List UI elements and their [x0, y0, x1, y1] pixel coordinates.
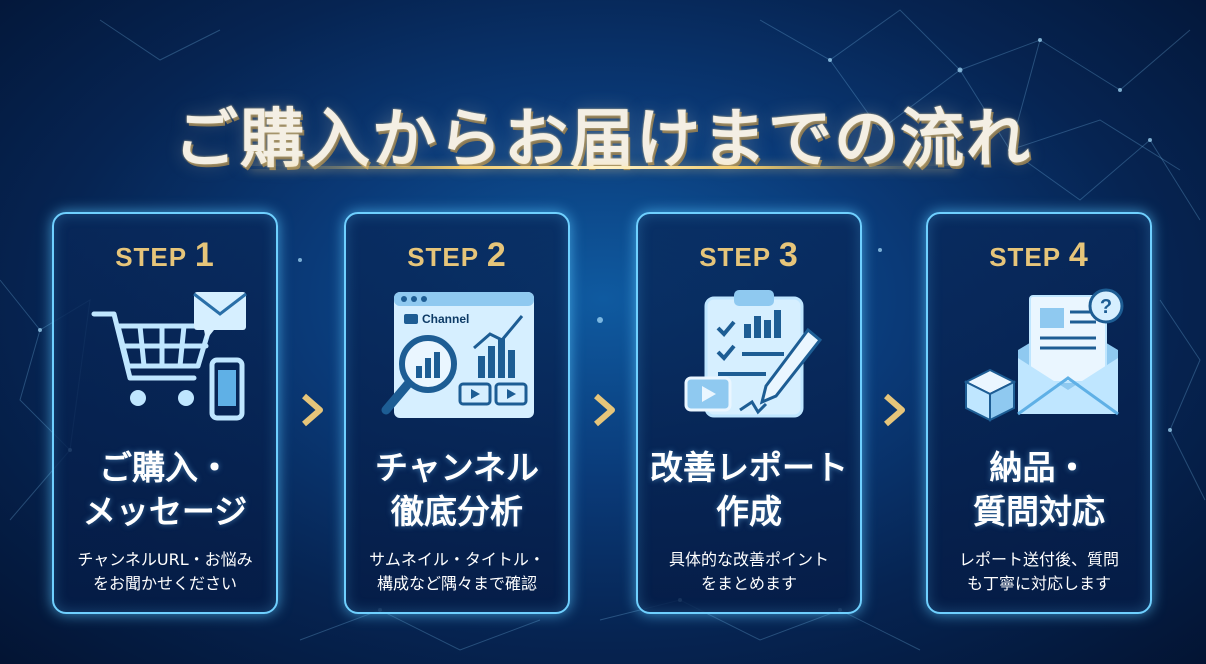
- step-card-3: STEP 3 改善レポート作成 具体的な改善ポイントをまとめます: [636, 212, 862, 614]
- step-label: STEP 3: [699, 236, 799, 274]
- shopping-cart-mail-phone-icon: [91, 292, 247, 421]
- step-description: サムネイル・タイトル・構成など隅々まで確認: [369, 550, 545, 593]
- step-heading: チャンネル徹底分析: [374, 448, 539, 531]
- step-description: チャンネルURL・お悩みをお聞かせください: [77, 550, 253, 593]
- delivery-envelope-question-icon: ?: [963, 288, 1124, 422]
- svg-text:?: ?: [1100, 296, 1112, 318]
- report-clipboard-icon: [684, 290, 823, 418]
- chevron-right-icon: [594, 393, 615, 427]
- step-heading: 納品・質問対応: [973, 448, 1105, 531]
- chevron-right-icon: [884, 393, 905, 427]
- step-card-1: STEP 1 ご購入・メッセージ チャンネルURL・お悩みをお聞かせください: [52, 212, 278, 614]
- channel-analysis-icon: Channel: [381, 292, 534, 418]
- chevron-right-icon: [302, 393, 323, 427]
- step-label: STEP 4: [989, 236, 1089, 274]
- step-card-4: STEP 4 ? 納品・質問対応 レポート送付後、質問も丁寧に対応します: [926, 212, 1152, 614]
- channel-icon-text: Channel: [422, 312, 469, 326]
- step-heading: 改善レポート作成: [650, 448, 848, 531]
- step-label: STEP 2: [407, 236, 507, 274]
- step-heading: ご購入・メッセージ: [82, 448, 248, 531]
- step-card-2: STEP 2 Channel チャンネル徹底分析 サムネイル・タイトル・構成など…: [344, 212, 570, 614]
- page-title: ご購入からお届けまでの流れ: [174, 103, 1032, 177]
- step-label: STEP 1: [115, 236, 215, 274]
- step-description: レポート送付後、質問も丁寧に対応します: [958, 550, 1119, 593]
- step-description: 具体的な改善ポイントをまとめます: [668, 550, 829, 593]
- title-underline: [250, 166, 956, 169]
